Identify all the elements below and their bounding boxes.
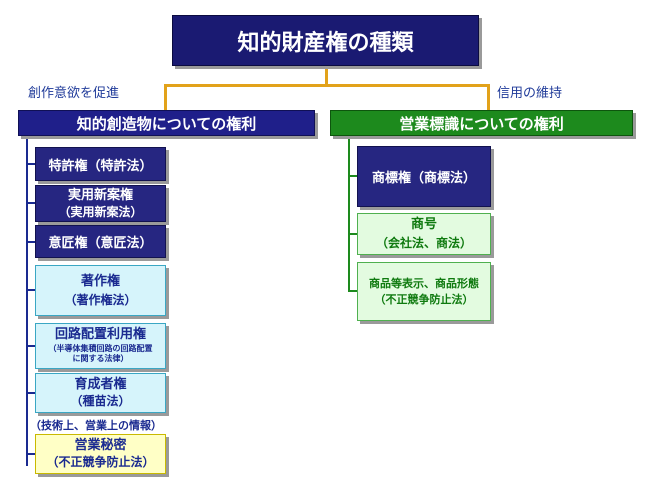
page-title: 知的財産権の種類 [172, 15, 479, 66]
right-item-product-indication: 商品等表示、商品形態 （不正競争防止法） [357, 262, 491, 321]
left-item-line1: 育成者権 [74, 377, 127, 392]
left-branch-5 [26, 345, 35, 347]
right-branch-1 [348, 175, 357, 177]
left-item-breeder: 育成者権 （種苗法） [35, 373, 166, 413]
right-item-line1: 商品等表示、商品形態 [369, 276, 479, 290]
left-branch-7 [26, 453, 35, 455]
left-branch-4 [26, 289, 35, 291]
left-branch-3 [26, 241, 35, 243]
left-header: 知的創造物についての権利 [18, 110, 315, 136]
connector-left-down [164, 84, 167, 110]
right-tree-trunk [348, 136, 350, 292]
left-item-line1: 著作権 [80, 273, 120, 289]
left-branch-2 [26, 202, 35, 204]
connector-title-down [325, 66, 328, 86]
left-item-circuit-layout: 回路配置利用権 （半導体集積回路の回路配置 に関する法律） [35, 323, 166, 369]
left-item-line3: に関する法律） [72, 354, 129, 363]
left-item-line1: 意匠権（意匠法） [48, 236, 153, 251]
right-item-line1: 商標権（商標法） [371, 171, 476, 186]
left-item-line2: （実用新案法） [58, 204, 143, 219]
left-branch-6 [26, 392, 35, 394]
right-caption: 信用の維持 [497, 86, 563, 101]
right-branch-2 [348, 233, 357, 235]
left-caption: 創作意欲を促進 [28, 86, 120, 101]
left-item-trade-secret: 営業秘密 （不正競争防止法） [35, 434, 166, 474]
left-item-line2: （種苗法） [70, 394, 131, 408]
right-item-line1: 商号 [410, 217, 437, 232]
left-item-design: 意匠権（意匠法） [35, 225, 166, 258]
left-item-utility-model: 実用新案権 （実用新案法） [35, 185, 166, 222]
right-item-trade-name: 商号 （会社法、商法） [357, 213, 491, 255]
left-item-line2: （著作権法） [64, 292, 137, 307]
left-item-line1: 特許権（特許法） [48, 158, 153, 174]
right-item-line2: （不正競争防止法） [374, 292, 474, 306]
right-header: 営業標識についての権利 [330, 110, 633, 136]
left-note: （技術上、営業上の情報） [30, 419, 162, 432]
left-item-line2: （半導体集積回路の回路配置 [48, 344, 153, 353]
left-item-line1: 営業秘密 [74, 438, 127, 453]
connector-right-down [487, 84, 490, 110]
left-item-line2: （不正競争防止法） [46, 455, 155, 469]
left-item-line1: 回路配置利用権 [54, 327, 146, 342]
right-item-trademark: 商標権（商標法） [357, 146, 491, 207]
right-branch-3 [348, 290, 357, 292]
left-branch-1 [26, 163, 35, 165]
left-item-copyright: 著作権 （著作権法） [35, 265, 166, 316]
left-item-patent: 特許権（特許法） [35, 147, 166, 181]
right-item-line2: （会社法、商法） [375, 236, 472, 250]
left-tree-trunk [26, 136, 28, 466]
connector-horizontal [164, 84, 489, 87]
left-item-line1: 実用新案権 [67, 187, 133, 203]
